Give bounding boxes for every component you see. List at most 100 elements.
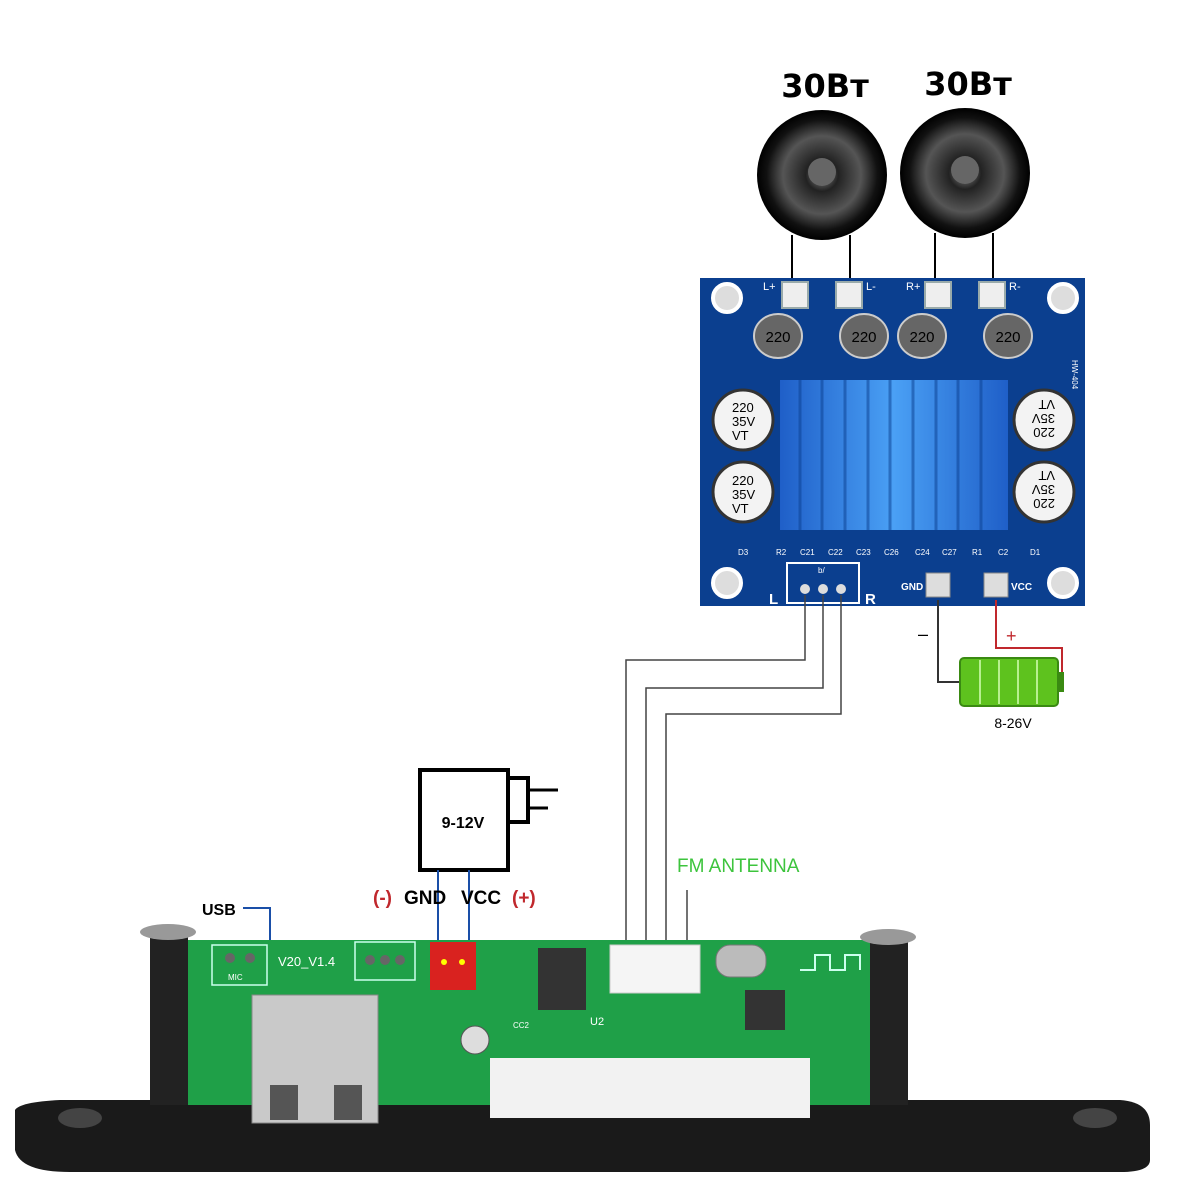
shape (818, 584, 828, 594)
label: D3 (738, 548, 749, 557)
battery-minus-label: – (918, 624, 928, 644)
inductors: 220 220 220 220 (753, 313, 1033, 359)
shape (925, 572, 951, 598)
shape (800, 584, 810, 594)
label: b/ (818, 566, 825, 575)
amp-gnd-label: GND (901, 582, 923, 593)
label: VCC (461, 888, 501, 909)
shape (354, 941, 416, 981)
shape (437, 870, 470, 940)
shape (860, 929, 916, 945)
input-right-label: R (865, 591, 876, 608)
shape (798, 380, 983, 530)
shape (150, 935, 188, 1105)
shape (798, 380, 983, 530)
shape (781, 281, 809, 309)
label: C24 (915, 548, 930, 557)
shape (979, 660, 1038, 704)
shape (245, 953, 255, 963)
shape (711, 388, 775, 452)
shape (937, 600, 962, 683)
shape (380, 955, 390, 965)
shape (625, 595, 806, 960)
label: VT (1038, 397, 1055, 412)
label: GND (404, 888, 446, 909)
battery-voltage-label: 8-26V (994, 715, 1032, 731)
terminal-label: L+ (763, 281, 776, 293)
label: 35V (1032, 482, 1055, 497)
shape (711, 567, 743, 599)
shape (745, 990, 785, 1030)
power-connector (430, 942, 476, 990)
board-model-label: HW-404 (1070, 360, 1079, 390)
shape (800, 954, 861, 971)
shape (870, 940, 908, 1105)
amplifier-board: L+ L- R+ R- 220 220 220 220 HW-404 22035… (700, 278, 1085, 608)
shape (839, 313, 889, 359)
shape (711, 460, 775, 524)
shape: 220 (897, 313, 947, 359)
label: C26 (884, 548, 899, 557)
mp3-module: MIC V20_V1.4 U2 CC2 (15, 924, 1150, 1172)
power-adapter: 9-12V (418, 768, 558, 940)
shape (715, 944, 767, 978)
shape (211, 944, 268, 986)
label: 220 (1033, 425, 1055, 440)
shape (835, 281, 863, 309)
shape (334, 1085, 362, 1120)
label: C21 (800, 548, 815, 557)
label: 220 (851, 329, 876, 346)
shape (1012, 460, 1076, 524)
shape (1047, 567, 1079, 599)
shape (508, 776, 530, 824)
heatsink (780, 380, 1008, 530)
battery-icon (959, 657, 1059, 707)
speaker-power-label: 30Вт (781, 67, 869, 105)
power-input-labels: (-) GND VCC (+) (373, 888, 536, 909)
shape (1073, 1108, 1117, 1128)
label: (+) (512, 888, 536, 909)
adapter-icon (418, 768, 510, 872)
input-left-label: L (769, 591, 778, 608)
speaker-left: 30Вт (757, 67, 887, 285)
label: VT (732, 501, 749, 516)
shape (995, 600, 1063, 680)
amp-output-connector (609, 944, 701, 994)
shape (934, 233, 994, 285)
label: 220 (909, 329, 934, 346)
shape (1058, 672, 1064, 692)
label: R2 (776, 548, 787, 557)
shape (781, 281, 1006, 309)
shape (1012, 388, 1076, 452)
adapter-voltage-label: 9-12V (442, 815, 485, 832)
shape (395, 955, 405, 965)
label: VT (732, 428, 749, 443)
shape (978, 281, 1006, 309)
shape (951, 156, 979, 184)
shape (441, 959, 447, 965)
shape (753, 313, 803, 359)
shape (836, 584, 846, 594)
label: 35V (732, 414, 755, 429)
shape (270, 1085, 298, 1120)
terminal-label: R+ (906, 281, 920, 293)
shape: 220 (753, 313, 803, 359)
shape (140, 924, 196, 940)
shape (225, 953, 235, 963)
label: C23 (856, 548, 871, 557)
label: 220 (995, 329, 1020, 346)
shape (897, 313, 947, 359)
shape (711, 282, 1079, 599)
terminal-label: R- (1009, 281, 1021, 293)
speaker-right: 30Вт (900, 65, 1030, 285)
label: 220 (732, 473, 754, 488)
label: 220 (765, 329, 790, 346)
speaker-power-label: 30Вт (924, 65, 1012, 103)
shape (459, 959, 465, 965)
label: 35V (1032, 411, 1055, 426)
label: C2 (998, 548, 1009, 557)
shape: 220 (983, 313, 1033, 359)
